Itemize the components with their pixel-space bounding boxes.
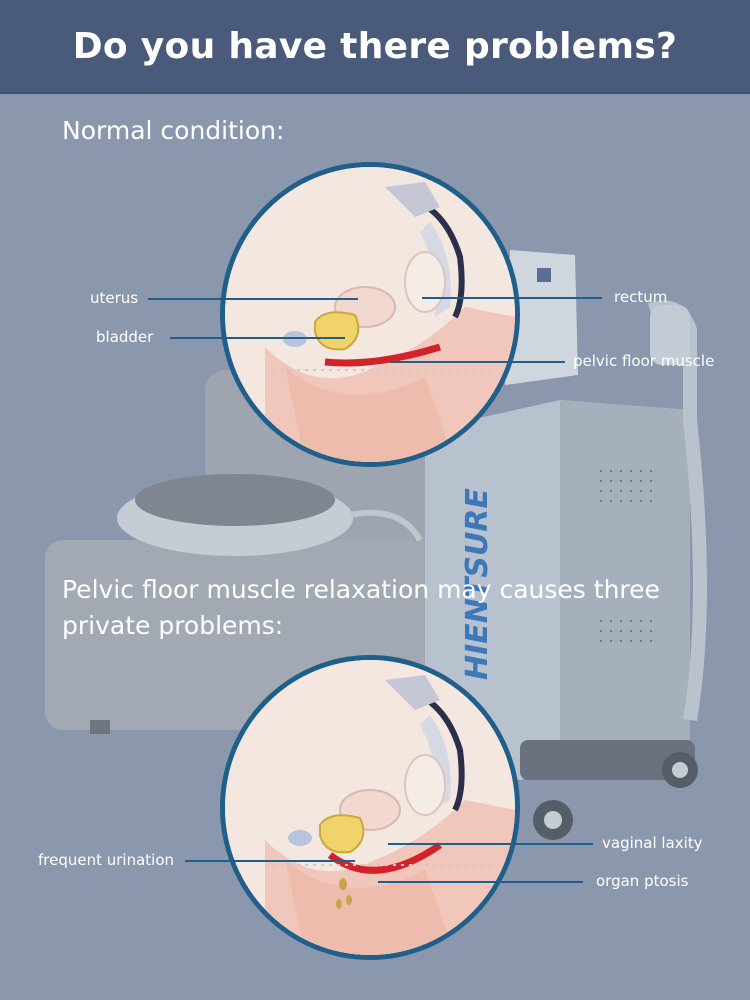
- label-organ-ptosis: organ ptosis: [596, 872, 689, 890]
- machine-brand: HIENTSURE: [460, 488, 495, 680]
- anatomy-circle-normal: [220, 162, 520, 467]
- leader-line-bladder: [170, 337, 345, 339]
- label-bladder: bladder: [96, 328, 154, 346]
- label-frequent-urination: frequent urination: [38, 851, 175, 869]
- leader-line-pelvic-floor: [390, 361, 565, 363]
- header-bar: Do you have there problems?: [0, 0, 750, 94]
- leader-line-organ-ptosis: [378, 881, 583, 883]
- leader-line-uterus: [148, 298, 358, 300]
- section-title-normal: Normal condition:: [62, 116, 285, 145]
- leader-line-rectum: [422, 297, 602, 299]
- leader-line-vaginal-laxity: [388, 843, 593, 845]
- label-uterus: uterus: [90, 289, 139, 307]
- anatomy-circle-relaxed: [220, 655, 520, 960]
- label-rectum: rectum: [614, 288, 668, 306]
- leader-line-frequent-urination: [185, 860, 355, 862]
- label-pelvic-floor-muscle: pelvic floor muscle: [573, 352, 715, 370]
- page-title: Do you have there problems?: [72, 26, 678, 67]
- anatomy-relaxed-drawing: [225, 660, 515, 955]
- section-title-relaxation: Pelvic floor muscle relaxation may cause…: [62, 575, 660, 640]
- label-vaginal-laxity: vaginal laxity: [602, 834, 703, 852]
- anatomy-normal-drawing: [225, 167, 515, 462]
